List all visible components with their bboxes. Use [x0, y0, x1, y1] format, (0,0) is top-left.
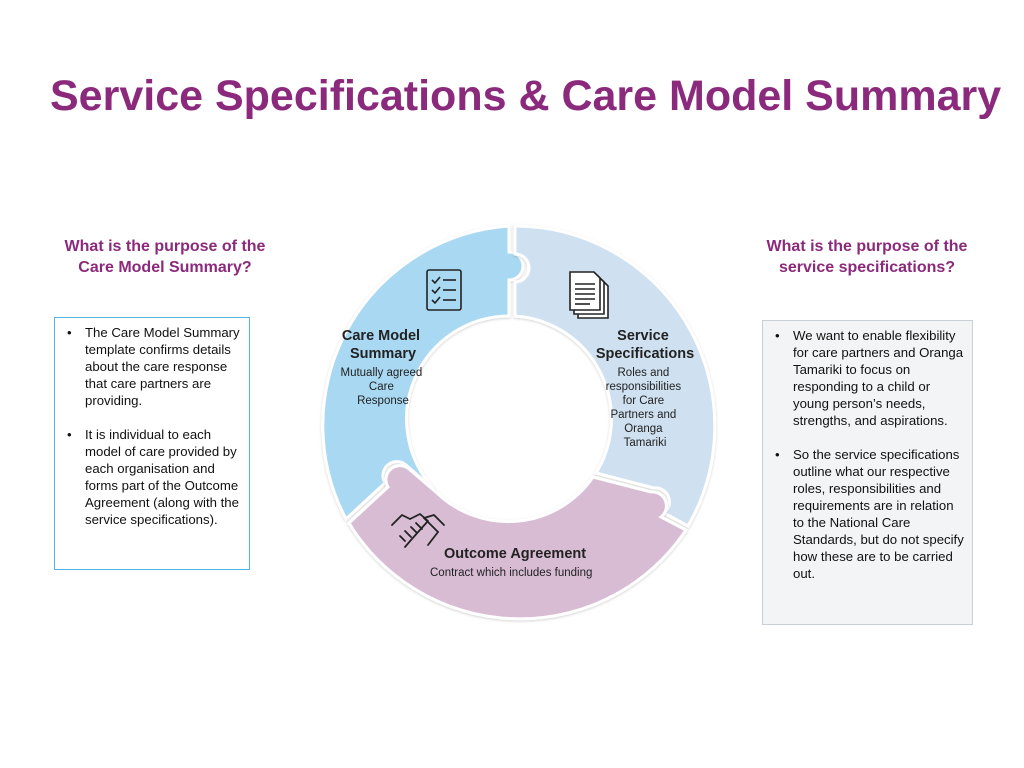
- outcome-agreement-subtitle: Contract which includes funding: [430, 567, 592, 579]
- bullet-dot-icon: •: [775, 447, 780, 462]
- care-model-summary-box: • The Care Model Summary template confirm…: [54, 317, 250, 570]
- service-spec-bullet-2: • So the service specifications outline w…: [771, 446, 964, 582]
- care-model-bullet-1: • The Care Model Summary template confirm…: [63, 324, 241, 409]
- handshake-icon: [391, 513, 445, 548]
- service-spec-question-line-1: What is the purpose of the: [766, 238, 968, 255]
- bullet-dot-icon: •: [775, 328, 780, 343]
- service-spec-bullet-1-text: We want to enable flexibility for care p…: [793, 328, 964, 428]
- service-spec-subtitle: Roles and responsibilities for Care Part…: [606, 367, 685, 449]
- care-model-bullet-list: • The Care Model Summary template confirm…: [63, 324, 241, 528]
- page-title: Service Specifications & Care Model Summ…: [50, 72, 1002, 120]
- outcome-agreement-segment: [347, 464, 689, 621]
- care-model-title: Care Model Summary: [342, 328, 424, 362]
- service-spec-bullet-2-text: So the service specifications outline wh…: [793, 447, 964, 581]
- care-model-bullet-1-text: The Care Model Summary template confirms…: [85, 325, 240, 408]
- service-specifications-box: • We want to enable flexibility for care …: [762, 320, 973, 625]
- care-model-question-line-2: Care Model Summary?: [78, 259, 252, 276]
- care-model-summary-segment: [321, 224, 525, 522]
- documents-icon: [569, 271, 609, 319]
- care-model-question: What is the purpose of the Care Model Su…: [40, 236, 290, 278]
- service-spec-bullet-1: • We want to enable flexibility for care …: [771, 327, 964, 429]
- bullet-dot-icon: •: [67, 427, 72, 442]
- service-spec-title: Service Specifications: [596, 328, 694, 362]
- service-spec-question-line-2: service specifications?: [778, 259, 956, 276]
- bullet-dot-icon: •: [67, 325, 72, 340]
- care-model-question-line-1: What is the purpose of the: [64, 238, 266, 255]
- care-model-bullet-2-text: It is individual to each model of care p…: [85, 427, 239, 527]
- outcome-agreement-title: Outcome Agreement: [444, 546, 586, 562]
- checklist-icon: [426, 269, 462, 311]
- care-model-subtitle: Mutually agreed Care Response: [340, 367, 425, 407]
- service-spec-question: What is the purpose of the service speci…: [742, 236, 992, 278]
- service-spec-bullet-list: • We want to enable flexibility for care …: [771, 327, 964, 582]
- care-model-bullet-2: • It is individual to each model of care …: [63, 426, 241, 528]
- service-specifications-segment: [513, 224, 717, 529]
